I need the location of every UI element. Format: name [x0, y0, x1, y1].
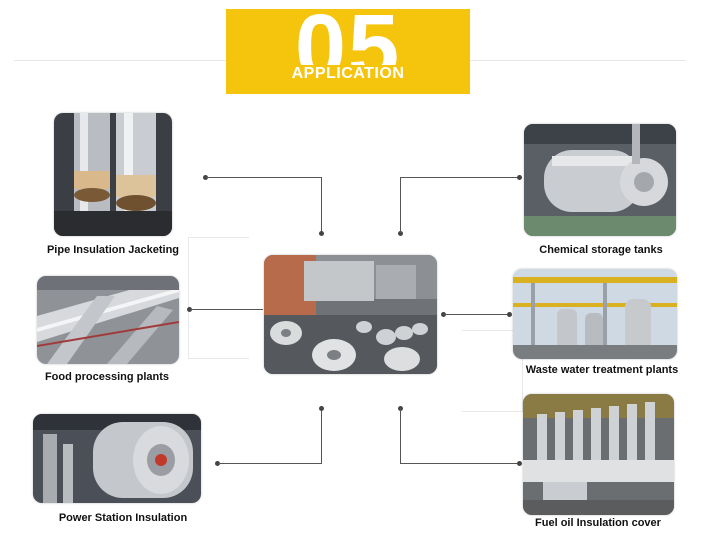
decor-bracket-left — [188, 237, 249, 359]
chemical-storage-photo — [524, 124, 676, 236]
caption-fuel-oil: Fuel oil Insulation cover — [535, 517, 661, 529]
connector-food-h — [190, 309, 263, 310]
caption-chemical-storage: Chemical storage tanks — [539, 244, 663, 256]
fuel-oil-photo — [523, 394, 674, 515]
connector-dot-power-end — [319, 406, 324, 411]
food-processing-photo — [37, 276, 179, 364]
caption-power-station: Power Station Insulation — [58, 512, 188, 524]
caption-food-processing: Food processing plants — [44, 371, 170, 383]
section-title: APPLICATION — [287, 65, 409, 82]
section-banner: 05 APPLICATION — [226, 1, 470, 94]
connector-dot-pipe-end — [319, 231, 324, 236]
decor-bracket-right — [462, 330, 523, 412]
connector-power-h — [218, 463, 322, 464]
connector-chemical-h — [400, 177, 518, 178]
connector-chemical-v — [400, 177, 401, 233]
connector-power-v — [321, 408, 322, 464]
connector-fuel-v — [400, 408, 401, 464]
connector-dot-waste-end — [441, 312, 446, 317]
connector-fuel-h — [400, 463, 518, 464]
connector-dot-pipe — [203, 175, 208, 180]
connector-pipe-v — [321, 177, 322, 233]
connector-dot-power — [215, 461, 220, 466]
connector-dot-chemical — [517, 175, 522, 180]
caption-pipe-insulation: Pipe Insulation Jacketing — [46, 244, 180, 256]
connector-dot-chemical-end — [398, 231, 403, 236]
caption-waste-water: Waste water treatment plants — [525, 364, 679, 376]
power-station-photo — [33, 414, 201, 503]
connector-dot-waste — [507, 312, 512, 317]
pipe-insulation-photo — [54, 113, 172, 236]
connector-pipe-h — [206, 177, 322, 178]
connector-dot-food — [187, 307, 192, 312]
center-coil-warehouse-photo — [264, 255, 437, 374]
waste-water-photo — [513, 269, 677, 359]
connector-dot-fuel — [517, 461, 522, 466]
connector-waste-h — [444, 314, 509, 315]
